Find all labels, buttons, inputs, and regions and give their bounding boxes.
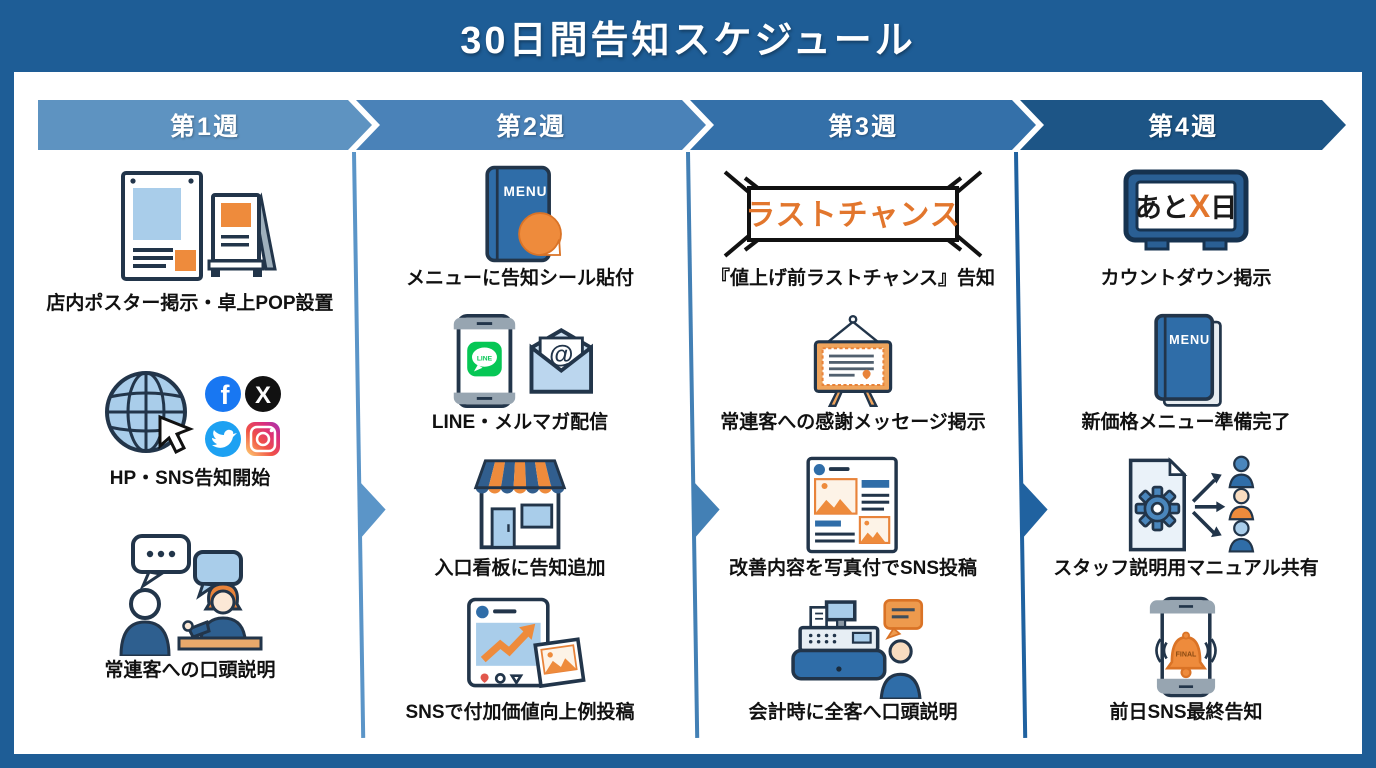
manual-share-icon	[1031, 454, 1341, 556]
task-item: 常連客への口頭説明	[35, 528, 345, 684]
web-sns-svg: f X	[104, 371, 281, 457]
poster-pop-svg	[120, 171, 277, 281]
new-menu-svg: MENU	[1154, 313, 1222, 407]
task-item: 常連客への感謝メッセージ掲示	[698, 312, 1008, 436]
register-explain-icon	[698, 594, 1008, 700]
task-caption: 会計時に全客へ口頭説明	[748, 702, 958, 723]
task-item: 会計時に全客へ口頭説明	[698, 594, 1008, 726]
conversation-svg	[119, 534, 263, 656]
photo-post-icon	[698, 454, 1008, 556]
week4-header-arrow: 第4週	[1020, 100, 1346, 150]
task-item: f X HP・SNS告知開始	[35, 358, 345, 492]
menu-book-title: MENU	[504, 184, 548, 199]
divider-week3-week4	[1014, 151, 1049, 738]
line-mail-icon: LINE @	[365, 312, 675, 410]
task-caption: 常連客への口頭説明	[104, 660, 276, 681]
task-caption: メニューに告知シール貼付	[405, 268, 634, 289]
countdown-prefix: あと	[1135, 193, 1189, 223]
storefront-svg	[473, 459, 567, 550]
task-caption: LINE・メルマガ配信	[431, 412, 609, 433]
sns-growth-icon	[365, 594, 675, 700]
task-caption: 前日SNS最終告知	[1109, 702, 1263, 723]
divider-week1-week2	[352, 151, 387, 738]
task-caption: 店内ポスター掲示・卓上POP設置	[46, 293, 334, 314]
countdown-svg: あとX日	[1123, 169, 1249, 251]
facebook-icon: f	[220, 380, 230, 410]
sns-growth-svg	[467, 597, 586, 689]
last-chance-banner-icon: ラストチャンス	[698, 162, 1008, 266]
manual-share-svg	[1128, 455, 1255, 553]
task-caption: 『値上げ前ラストチャンス』告知	[710, 268, 996, 289]
countdown-x: X	[1189, 188, 1211, 224]
week2-label: 第2週	[496, 113, 566, 141]
x-twitter-icon: X	[254, 382, 270, 409]
task-item: 改善内容を写真付でSNS投稿	[698, 454, 1008, 582]
task-caption: HP・SNS告知開始	[109, 468, 271, 489]
photo-post-svg	[806, 456, 898, 554]
svg-text:あとX日: あとX日	[1135, 188, 1237, 224]
task-item: スタッフ説明用マニュアル共有	[1031, 454, 1341, 582]
line-mail-svg: LINE @	[453, 313, 593, 409]
week4-label: 第4週	[1148, 113, 1218, 141]
thanks-board-icon	[698, 312, 1008, 410]
thanks-board-svg	[813, 315, 893, 407]
line-logo: LINE	[477, 356, 493, 363]
task-caption: 常連客への感謝メッセージ掲示	[720, 412, 986, 433]
task-item: ラストチャンス 『値上げ前ラストチャンス』告知	[698, 162, 1008, 292]
page-title: 30日間告知スケジュール	[460, 19, 916, 62]
task-item: MENU メニューに告知シール貼付	[365, 162, 675, 292]
week3-header-arrow: 第3週	[690, 100, 1036, 150]
task-item: 入口看板に告知追加	[365, 454, 675, 582]
week3-label: 第3週	[828, 113, 898, 141]
task-item: FINAL 前日SNS最終告知	[1031, 594, 1341, 726]
final-sns-icon: FINAL	[1031, 594, 1341, 700]
banner-text: ラストチャンス	[745, 199, 961, 232]
final-sns-svg: FINAL	[1149, 596, 1217, 698]
last-chance-banner-svg: ラストチャンス	[723, 170, 983, 258]
menu-sticker-svg: MENU	[485, 165, 562, 263]
task-caption: スタッフ説明用マニュアル共有	[1053, 558, 1319, 579]
new-menu-icon: MENU	[1031, 312, 1341, 410]
web-sns-icon: f X	[35, 358, 345, 466]
week1-header-arrow: 第1週	[38, 100, 372, 150]
task-caption: 入口看板に告知追加	[434, 558, 606, 579]
countdown-icon: あとX日	[1031, 162, 1341, 266]
week1-label: 第1週	[170, 113, 240, 141]
task-item: SNSで付加価値向上例投稿	[365, 594, 675, 726]
task-item: MENU 新価格メニュー準備完了	[1031, 312, 1341, 436]
task-item: あとX日 カウントダウン掲示	[1031, 162, 1341, 292]
final-bell-label: FINAL	[1176, 652, 1197, 659]
task-caption: カウントダウン掲示	[1100, 268, 1272, 289]
task-item: 店内ポスター掲示・卓上POP設置	[35, 165, 345, 317]
conversation-icon	[35, 528, 345, 658]
task-caption: 新価格メニュー準備完了	[1081, 412, 1291, 433]
task-caption: SNSで付加価値向上例投稿	[405, 702, 635, 723]
week2-header-arrow: 第2週	[356, 100, 706, 150]
content-area: 第1週 第2週 第3週 第4週	[14, 72, 1362, 754]
menu-book-title: MENU	[1169, 333, 1210, 347]
task-caption: 改善内容を写真付でSNS投稿	[728, 558, 978, 579]
menu-sticker-icon: MENU	[365, 162, 675, 266]
task-item: LINE @ LINE・メルマガ配信	[365, 312, 675, 436]
poster-pop-icon	[35, 165, 345, 291]
storefront-icon	[365, 454, 675, 556]
register-explain-svg	[791, 598, 924, 699]
countdown-suffix: 日	[1210, 193, 1237, 223]
